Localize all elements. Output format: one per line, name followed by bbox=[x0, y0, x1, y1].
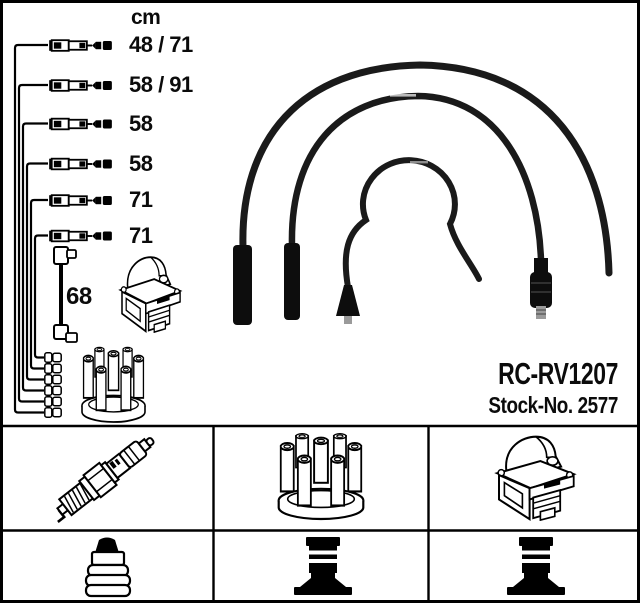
lead-connector-icon bbox=[49, 39, 113, 52]
lead-connector-icon bbox=[49, 157, 113, 171]
ignition-lead-set-photo bbox=[233, 61, 637, 600]
lead-length-1: 48 / 71 bbox=[129, 32, 193, 57]
distributor-terminal-clip-icon bbox=[44, 407, 62, 418]
illustration-layer bbox=[3, 39, 637, 600]
angle-boot-center bbox=[464, 277, 637, 600]
stock-number: Stock-No. 2577 bbox=[488, 392, 619, 418]
distributor-terminal-post-icon bbox=[294, 537, 352, 595]
distributor-cap-icon bbox=[279, 434, 364, 519]
lead-length-2: 58 / 91 bbox=[129, 72, 193, 97]
lead-connector-icon bbox=[49, 194, 113, 207]
length-schematic bbox=[13, 39, 182, 422]
spark-plug-icon bbox=[56, 437, 155, 523]
distributor-terminal-clip-icon bbox=[44, 374, 62, 385]
distributor-terminal-clip-icon bbox=[44, 363, 62, 374]
angle-boot-right bbox=[596, 272, 637, 600]
lead-length-6: 71 bbox=[129, 223, 153, 248]
lead-connector-icon bbox=[49, 79, 113, 92]
coil-wire-icon bbox=[53, 246, 78, 343]
spark-plug-boot-icon bbox=[84, 537, 132, 598]
cone-boot bbox=[336, 285, 360, 324]
coil-terminal-post-icon bbox=[507, 537, 565, 595]
distributor-terminal-clip-icon bbox=[44, 385, 62, 396]
straight-boot-right bbox=[530, 258, 552, 319]
straight-long-boot-left bbox=[233, 245, 252, 325]
lead-length-4: 58 bbox=[129, 151, 153, 176]
ignition-coil-icon bbox=[119, 256, 182, 333]
lead-length-5: 71 bbox=[129, 187, 153, 212]
part-number: RC-RV1207 bbox=[498, 356, 618, 391]
lead-connector-icon bbox=[49, 229, 113, 243]
coil-wire-length: 68 bbox=[66, 283, 92, 310]
ignition-coil-icon bbox=[496, 435, 575, 521]
lead-connector-icon bbox=[49, 117, 113, 131]
table-icons bbox=[56, 428, 575, 598]
distributor-terminal-clip-icon bbox=[44, 396, 62, 407]
distributor-cap-icon bbox=[82, 347, 145, 422]
distributor-terminal-clip-icon bbox=[44, 352, 62, 363]
cables bbox=[239, 61, 613, 290]
table-grid bbox=[3, 424, 637, 600]
lead-length-3: 58 bbox=[129, 111, 153, 136]
lead-routing-lines bbox=[13, 43, 48, 414]
straight-long-boot-mid bbox=[284, 243, 300, 320]
cable-print bbox=[390, 94, 589, 206]
unit-label: cm bbox=[131, 6, 161, 29]
